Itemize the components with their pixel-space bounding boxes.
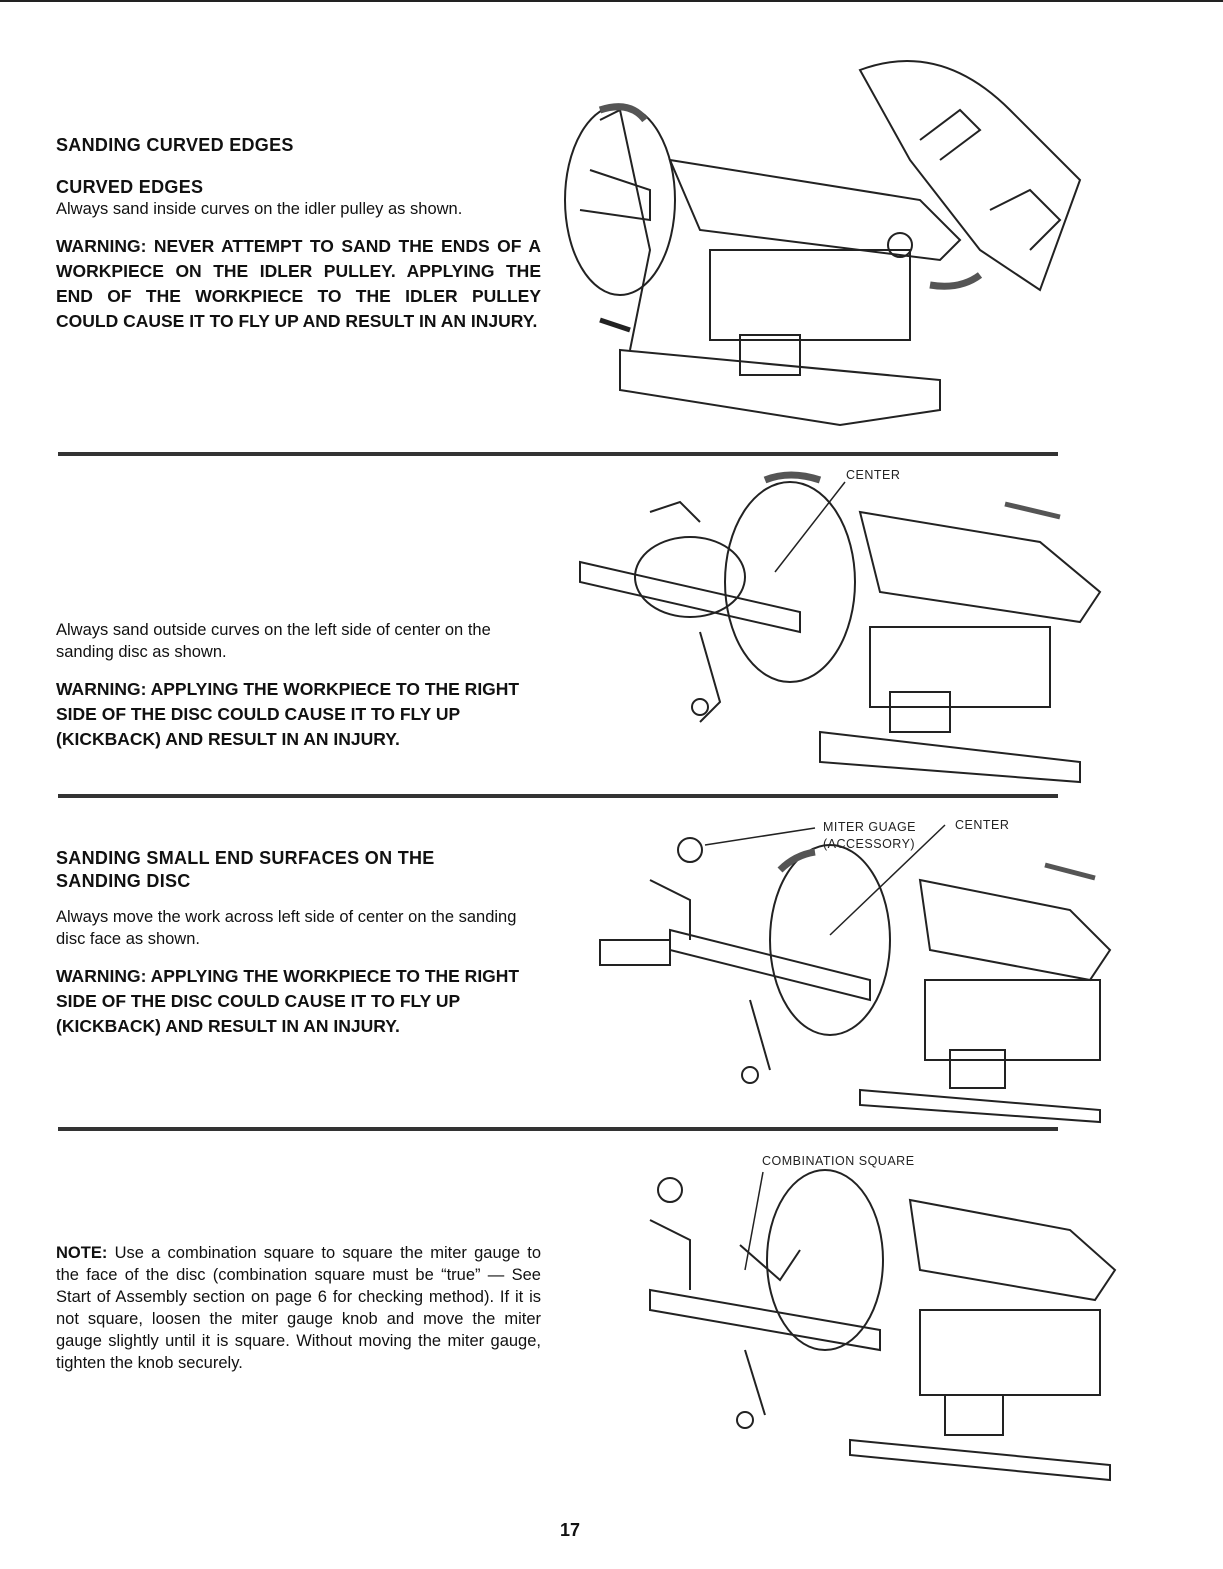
warning-text: WARNING: NEVER ATTEMPT TO SAND THE ENDS … <box>56 236 541 331</box>
caption-miter-gauge: MITER GUAGE <box>823 820 917 834</box>
caption-center: CENTER <box>955 818 1010 832</box>
miter-gauge <box>649 1219 691 1290</box>
sander-drawing-4 <box>649 1169 1117 1482</box>
miter-leader-line <box>704 827 816 846</box>
instruction-text: Always sand outside curves on the left s… <box>56 621 491 661</box>
subheading: CURVED EDGES <box>56 177 204 197</box>
section-divider <box>58 794 1058 798</box>
square-leader-line <box>744 1171 764 1271</box>
instruction-text: Always sand inside curves on the idler p… <box>56 200 463 218</box>
center-leader-line <box>774 481 846 573</box>
caption-combination-square: COMBINATION SQUARE <box>762 1154 915 1168</box>
section-note: NOTE: Use a combination square to square… <box>56 1242 541 1374</box>
illustration-miter-gauge <box>590 810 1120 1125</box>
work-table <box>579 560 801 634</box>
instruction-text: Always move the work across left side of… <box>56 908 517 948</box>
sanding-disc <box>766 1169 884 1351</box>
sander-drawing-1 <box>564 60 1082 427</box>
work-table <box>649 1288 881 1352</box>
right-hand <box>989 188 1062 251</box>
motor-housing <box>869 626 1051 708</box>
note-text: Use a combination square to square the m… <box>56 1244 541 1372</box>
curved-workpiece <box>634 536 746 618</box>
table <box>579 169 651 222</box>
rotation-arrow-icon <box>777 848 816 873</box>
section-divider <box>58 1127 1058 1131</box>
switch <box>944 1394 1004 1436</box>
note-label: NOTE: <box>56 1244 108 1262</box>
left-hand <box>919 108 982 161</box>
belt-direction-arrow-icon <box>1004 501 1061 520</box>
page-number: 17 <box>560 1520 581 1540</box>
sanding-disc <box>769 844 891 1036</box>
combination-square <box>739 1244 801 1282</box>
caption-accessory: (ACCESSORY) <box>823 837 916 851</box>
base <box>859 1088 1101 1124</box>
section-heading: SANDING CURVED EDGES <box>56 135 294 155</box>
tilt-lock-knob <box>736 1411 754 1429</box>
sanding-disc <box>724 481 856 683</box>
section-heading: SANDING SMALL END SURFACES ON THE SANDIN… <box>56 848 435 891</box>
illustration-sanding-disc <box>560 462 1120 792</box>
motor-housing <box>709 249 911 341</box>
hand <box>649 500 701 523</box>
base <box>819 730 1081 784</box>
switch <box>949 1049 1006 1089</box>
switch <box>739 334 801 376</box>
belt-arrow-icon <box>929 272 983 290</box>
section-outside-curves: Always sand outside curves on the left s… <box>56 619 541 752</box>
illustration-idler-pulley <box>560 50 1120 430</box>
motor-housing <box>919 1309 1101 1396</box>
belt-housing <box>918 878 1112 982</box>
workpiece <box>858 60 1082 292</box>
warning-text: WARNING: APPLYING THE WORKPIECE TO THE R… <box>56 679 520 749</box>
miter-gauge-knob <box>657 1177 683 1203</box>
belt-housing <box>668 158 962 262</box>
warning-text: WARNING: APPLYING THE WORKPIECE TO THE R… <box>56 966 520 1036</box>
sander-drawing-3 <box>599 824 1112 1124</box>
tilt-lock-knob <box>741 1066 759 1084</box>
belt-direction-arrow-icon <box>1044 862 1096 881</box>
miter-gauge <box>649 879 691 940</box>
miter-gauge-knob <box>677 837 703 863</box>
switch <box>889 691 951 733</box>
table-support <box>744 1349 766 1416</box>
sander-drawing-2 <box>579 471 1102 784</box>
table-support <box>699 631 722 723</box>
motor-housing <box>924 979 1101 1061</box>
tilt-knob <box>599 317 631 333</box>
top-border <box>0 0 1223 2</box>
rotation-arrow-icon <box>598 103 648 123</box>
section-small-end-surfaces: SANDING SMALL END SURFACES ON THE SANDIN… <box>56 847 541 1039</box>
center-leader-line <box>829 824 946 936</box>
base <box>849 1438 1111 1482</box>
belt-housing <box>858 510 1102 624</box>
caption-center: CENTER <box>846 468 901 482</box>
sanding-disc <box>564 104 676 296</box>
section-divider <box>58 452 1058 456</box>
table-support <box>749 999 771 1071</box>
section-curved-edges: SANDING CURVED EDGES CURVED EDGES Always… <box>56 134 541 334</box>
rotation-arrow-icon <box>763 471 822 484</box>
illustration-combination-square <box>590 1150 1120 1490</box>
note-paragraph: NOTE: Use a combination square to square… <box>56 1242 541 1374</box>
belt-housing <box>908 1198 1117 1302</box>
base <box>619 348 941 427</box>
tilt-lock-knob <box>691 698 709 716</box>
idler-pulley-knob <box>887 232 913 258</box>
workpiece-block <box>599 939 671 966</box>
disc-guard <box>599 108 652 351</box>
